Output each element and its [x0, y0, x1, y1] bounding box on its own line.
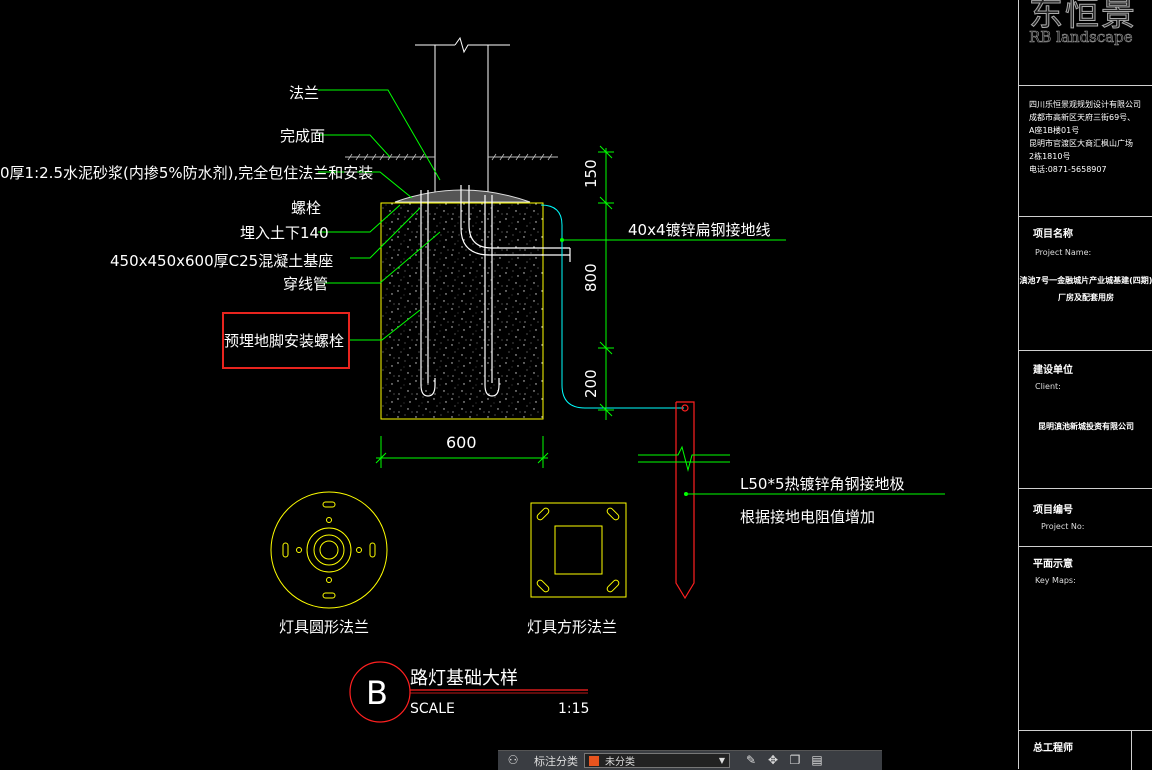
ground-plate: [675, 401, 695, 600]
company-info: 四川乐恒景观规划设计有限公司 成都市高新区天府三街69号、 A座1B楼01号 昆…: [1019, 98, 1152, 176]
layers-icon[interactable]: ▤: [811, 753, 823, 767]
label-finish-surface: 完成面: [280, 127, 325, 145]
project-name-label: 项目名称: [1033, 229, 1073, 240]
annotation-category-select[interactable]: 未分类 ▼: [584, 753, 730, 768]
company-line: 成都市高新区天府三街69号、: [1029, 113, 1136, 122]
project-no-en: Project No:: [1041, 522, 1085, 531]
logo: 东恒景 RB landscape: [1019, 0, 1152, 86]
client-value: 昆明滇池新城投资有限公司: [1038, 422, 1134, 431]
conduit-pipe: [460, 185, 571, 262]
label-mortar-1: 0厚1:2.5水泥砂浆(内掺5%防水剂),完全包住法兰和安装: [0, 164, 373, 182]
label-square-flange: 灯具方形法兰: [527, 618, 617, 636]
chief-engineer-label: 总工程师: [1033, 743, 1073, 754]
label-conduit: 穿线管: [283, 275, 328, 293]
annotation-category-label: 标注分类: [534, 754, 578, 768]
lamp-pole: [415, 36, 510, 195]
dim-200: 200: [582, 369, 600, 398]
detail-title: 路灯基础大样: [410, 668, 518, 689]
project-name-value-2: 厂房及配套用房: [1058, 293, 1114, 302]
logo-en: RB landscape: [1029, 28, 1133, 47]
ground-hatch: [345, 153, 558, 161]
label-mortar-2: 螺栓: [291, 199, 321, 217]
annotation-settings-icon[interactable]: ⚇: [507, 753, 519, 767]
keymap-section: 平面示意 Key Maps:: [1019, 546, 1152, 731]
round-flange-drawing: [270, 491, 388, 609]
label-buried: 埋入土下140: [240, 224, 329, 242]
dim-600: 600: [446, 433, 477, 452]
anchor-bolts: [420, 190, 500, 397]
company-line: A座1B楼01号: [1029, 126, 1080, 135]
square-flange-drawing: [530, 502, 627, 598]
pencil-icon[interactable]: ✎: [745, 753, 757, 767]
keymap-label: 平面示意: [1033, 559, 1073, 570]
company-line: 2栋1810号: [1029, 152, 1071, 161]
label-ground-wire: 40x4镀锌扁钢接地线: [628, 221, 771, 239]
category-color-swatch: [589, 755, 599, 766]
chevron-down-icon: ▼: [718, 756, 725, 765]
company-line: 昆明市官渡区大商汇枫山广场: [1029, 139, 1133, 148]
detail-scale-value: 1:15: [558, 701, 589, 717]
annotation-category-value: 未分类: [605, 757, 635, 768]
ground-wire: [540, 204, 684, 409]
keymap-en: Key Maps:: [1035, 576, 1076, 585]
project-name-en: Project Name:: [1035, 248, 1092, 257]
project-no-label: 项目编号: [1033, 505, 1073, 516]
project-name-value-1: 滇池7号一金融城片产业城基建(四期): [1019, 276, 1152, 285]
annotation-toolbar: ⚇ 标注分类 未分类 ▼ ✎ ✥ ❐ ▤: [498, 750, 882, 770]
label-resistance-note: 根据接地电阻值增加: [740, 508, 875, 526]
label-base: 450x450x600厚C25混凝土基座: [110, 252, 333, 270]
detail-scale-label: SCALE: [410, 701, 455, 717]
dim-800: 800: [582, 263, 600, 292]
client-section: 建设单位 Client: 昆明滇池新城投资有限公司: [1019, 350, 1152, 489]
logo-cn: 东恒景: [1029, 0, 1137, 35]
project-name-section: 项目名称 Project Name: 滇池7号一金融城片产业城基建(四期) 厂房…: [1019, 216, 1152, 351]
chief-engineer-section: 总工程师: [1019, 730, 1152, 770]
label-anchor-bolt: 预埋地脚安装螺栓: [224, 332, 344, 350]
vertical-dimension: [598, 145, 614, 420]
move-icon[interactable]: ✥: [767, 753, 779, 767]
project-no-section: 项目编号 Project No:: [1019, 488, 1152, 547]
dim-150: 150: [582, 159, 600, 188]
break-mark: [638, 445, 730, 472]
label-round-flange: 灯具圆形法兰: [279, 618, 369, 636]
leader-lines: [318, 89, 945, 495]
mortar-cap: [394, 189, 531, 203]
title-block: 东恒景 RB landscape 四川乐恒景观规划设计有限公司 成都市高新区天府…: [1018, 0, 1152, 770]
client-en: Client:: [1035, 382, 1061, 391]
detail-letter: B: [366, 674, 388, 712]
selection-highlight-box[interactable]: [222, 312, 350, 369]
client-label: 建设单位: [1033, 365, 1073, 376]
company-line: 四川乐恒景观规划设计有限公司: [1029, 100, 1141, 109]
label-ground-plate: L50*5热镀锌角钢接地极: [740, 475, 905, 493]
company-line: 电话:0871-5658907: [1029, 165, 1107, 174]
label-flange: 法兰: [289, 84, 319, 102]
copy-icon[interactable]: ❐: [789, 753, 801, 767]
horizontal-dimension: [375, 436, 549, 468]
detail-title-block: B 路灯基础大样 SCALE 1:15: [349, 661, 589, 723]
